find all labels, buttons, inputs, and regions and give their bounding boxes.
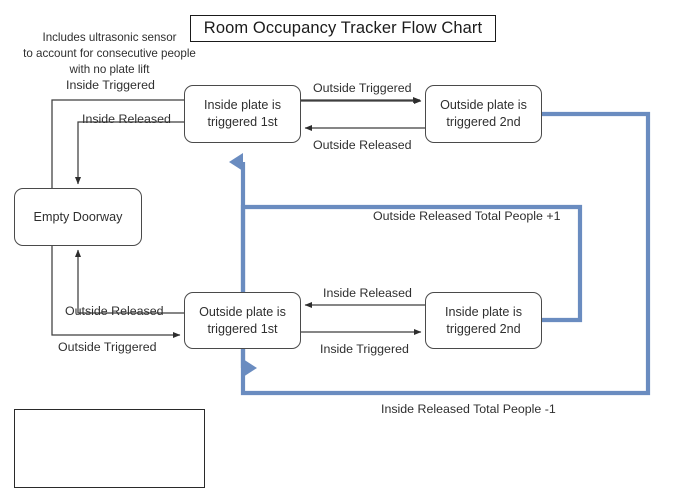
edge-label-inside-released-top: Inside Released [82, 112, 171, 126]
edge-label-outside-released-bottom: Outside Released [65, 304, 164, 318]
edge-label-inside-triggered-bottom: Inside Triggered [320, 342, 409, 356]
edge-empty-to-outside1 [51, 246, 181, 339]
node-outside2-label-line1: Outside plate is [440, 98, 527, 113]
chart-title-box: Room Occupancy Tracker Flow Chart [190, 15, 496, 42]
edge-outside1-to-empty [74, 249, 184, 314]
edge-label-outside-released-top: Outside Released [313, 138, 412, 152]
edge-inside1-to-empty [74, 121, 184, 185]
node-inside-plate-triggered-2nd[interactable]: Inside plate is triggered 2nd [425, 292, 542, 349]
edge-label-inside-released-bottom: Inside Released [323, 286, 412, 300]
edge-inside2-to-outside1-ultrasonic [240, 204, 583, 377]
page-title: Room Occupancy Tracker Flow Chart [203, 19, 483, 37]
node-outside-plate-triggered-2nd[interactable]: Outside plate is triggered 2nd [425, 85, 542, 143]
edge-label-inside-triggered-top: Inside Triggered [66, 78, 155, 92]
legend-text: Includes ultrasonic sensor to account fo… [14, 30, 205, 78]
node-outside2-label-line2: triggered 2nd [446, 115, 521, 129]
legend-line-3: with no plate lift [69, 62, 150, 76]
blue-label-top-line2: Total People +1 [474, 209, 561, 223]
edge-outside2-to-inside1-ultrasonic [229, 111, 651, 396]
node-inside2-label-line2: triggered 2nd [446, 321, 521, 336]
legend-line-1: Includes ultrasonic sensor [42, 31, 177, 44]
blue-label-bottom-line2: Total People -1 [473, 402, 556, 416]
legend-box [14, 409, 205, 488]
edge-label-outside-triggered-bottom: Outside Triggered [58, 340, 157, 354]
node-outside1-label-line2: triggered 1st [207, 321, 278, 336]
node-inside-plate-triggered-1st[interactable]: Inside plate is triggered 1st [184, 85, 301, 143]
blue-edges [229, 111, 651, 396]
node-outside-plate-triggered-1st[interactable]: Outside plate is triggered 1st [184, 292, 301, 349]
node-empty-doorway[interactable]: Empty Doorway [14, 188, 142, 246]
edge-label-outside-released-plus-one: Outside Released Total People +1 [373, 208, 560, 224]
blue-label-top-line1: Outside Released [373, 209, 472, 223]
node-empty-doorway-label: Empty Doorway [33, 209, 123, 224]
node-inside1-label-line1: Inside plate is [203, 98, 281, 113]
node-outside1-label-line1: Outside plate is [199, 304, 286, 319]
edge-label-outside-triggered-top: Outside Triggered [313, 81, 412, 95]
node-inside2-label-line1: Inside plate is [444, 304, 522, 319]
legend-line-2: to account for consecutive people [23, 46, 196, 60]
node-inside1-label-line2: triggered 1st [207, 115, 278, 129]
edge-label-inside-released-minus-one: Inside Released Total People -1 [381, 401, 556, 417]
blue-label-bottom-line1: Inside Released [381, 402, 470, 416]
